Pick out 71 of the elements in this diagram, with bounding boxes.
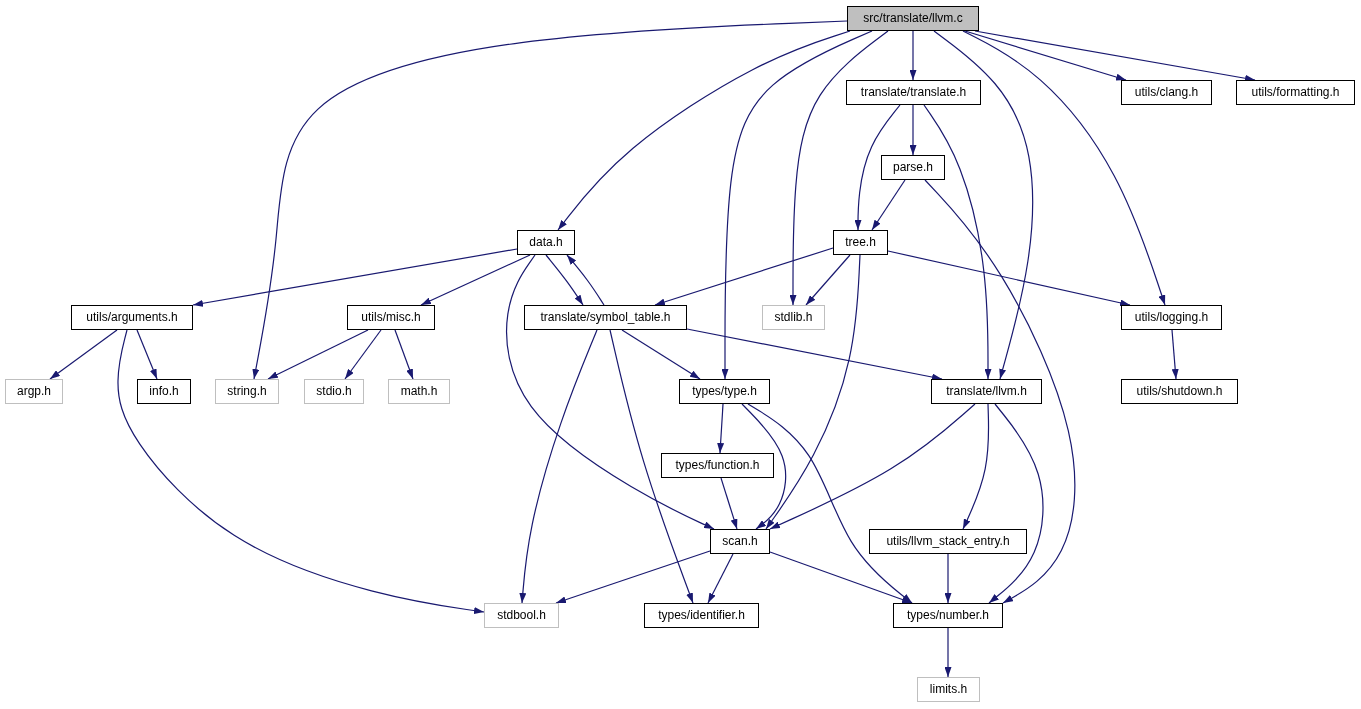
header-file-box: utils/formatting.h [1236,80,1355,105]
system-header-box: string.h [215,379,279,404]
arrow [741,403,787,530]
arrow [717,403,725,454]
header-file-box: utils/arguments.h [71,305,193,330]
arrow [566,254,605,306]
arrow [944,627,952,678]
arrow [944,553,952,604]
arrow [267,329,369,380]
arrow [344,329,382,380]
arrow [962,403,990,530]
arrow [252,20,848,380]
header-file-box: scan.h [710,529,770,554]
arrow [394,329,414,380]
arrow [117,329,485,615]
arrow [924,179,1076,604]
arrow [721,30,873,380]
header-file-box: translate/symbol_table.h [524,305,687,330]
system-header-box: limits.h [917,677,980,702]
arrow [962,30,1166,306]
header-file-box: types/function.h [661,453,774,478]
arrow [805,254,851,306]
arrow [545,254,584,306]
arrow [420,254,531,306]
header-file-box: utils/llvm_stack_entry.h [869,529,1027,554]
arrow [519,329,598,604]
arrow [557,30,851,231]
arrow [1171,329,1179,380]
arrow [964,30,1127,81]
arrow [136,329,158,380]
system-header-box: stdlib.h [762,305,825,330]
header-file-box: types/type.h [679,379,770,404]
header-file-box: utils/shutdown.h [1121,379,1238,404]
system-header-box: math.h [388,379,450,404]
arrow [765,254,861,530]
arrow [621,329,701,380]
header-file-box: utils/logging.h [1121,305,1222,330]
arrow [909,30,917,81]
arrow [854,104,901,231]
arrow [506,254,715,530]
arrow [923,104,992,380]
arrow [707,553,734,604]
arrow [720,477,738,530]
arrow [654,247,834,306]
arrow [192,248,518,307]
arrow [887,250,1131,307]
header-file-box: utils/clang.h [1121,80,1212,105]
arrow [789,30,889,306]
arrow [871,179,906,231]
header-file-box: translate/translate.h [846,80,981,105]
arrow [988,403,1044,604]
header-file-box: types/number.h [893,603,1003,628]
header-file-box: parse.h [881,155,945,180]
system-header-box: argp.h [5,379,63,404]
header-file-box: types/identifier.h [644,603,759,628]
arrow [686,328,943,381]
arrow [555,550,711,604]
arrow [933,30,1034,380]
system-header-box: stdbool.h [484,603,559,628]
arrow [747,403,913,604]
arrow [609,329,694,604]
header-file-box: data.h [517,230,575,255]
header-file-box: utils/misc.h [347,305,435,330]
arrow [49,329,118,380]
header-file-box: info.h [137,379,191,404]
header-file-box: tree.h [833,230,888,255]
arrow [909,104,917,156]
system-header-box: stdio.h [304,379,364,404]
arrow [769,403,976,530]
header-file-box: translate/llvm.h [931,379,1042,404]
source-file-box: src/translate/llvm.c [847,6,979,31]
